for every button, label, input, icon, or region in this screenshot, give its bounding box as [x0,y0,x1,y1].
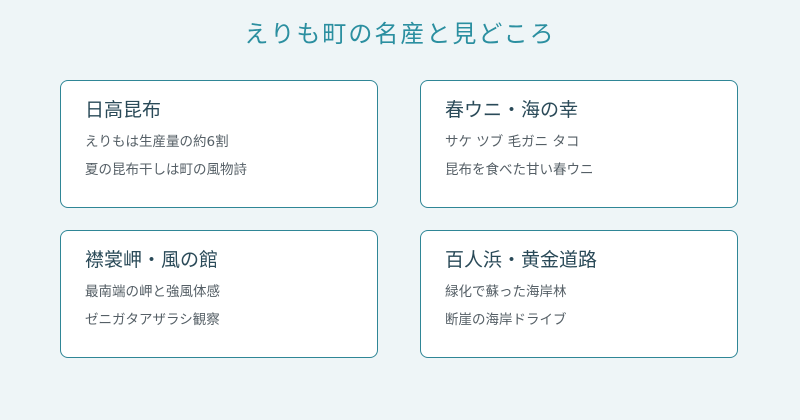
card-spring-uni: 春ウニ・海の幸 サケ ツブ 毛ガニ タコ 昆布を食べた甘い春ウニ [420,80,738,208]
card-title: 日高昆布 [85,99,162,121]
card-title: 春ウニ・海の幸 [445,99,579,121]
card-hyakunin-hama: 百人浜・黄金道路 緑化で蘇った海岸林 断崖の海岸ドライブ [420,230,738,358]
card-cape-erimo: 襟裳岬・風の館 最南端の岬と強風体感 ゼニガタアザラシ観察 [60,230,378,358]
card-title: 百人浜・黄金道路 [445,249,598,271]
card-title: 襟裳岬・風の館 [85,249,219,271]
page-title: えりも町の名産と見どころ [244,20,556,48]
card-line: 断崖の海岸ドライブ [445,312,567,328]
card-line: ゼニガタアザラシ観察 [85,312,220,328]
card-line: サケ ツブ 毛ガニ タコ [445,134,580,150]
card-line: 最南端の岬と強風体感 [85,284,220,300]
card-line: 昆布を食べた甘い春ウニ [445,162,594,178]
card-line: えりもは生産量の約6割 [85,134,229,150]
card-hidaka-kombu: 日高昆布 えりもは生産量の約6割 夏の昆布干しは町の風物詩 [60,80,378,208]
card-line: 緑化で蘇った海岸林 [445,284,567,300]
card-line: 夏の昆布干しは町の風物詩 [85,162,247,178]
